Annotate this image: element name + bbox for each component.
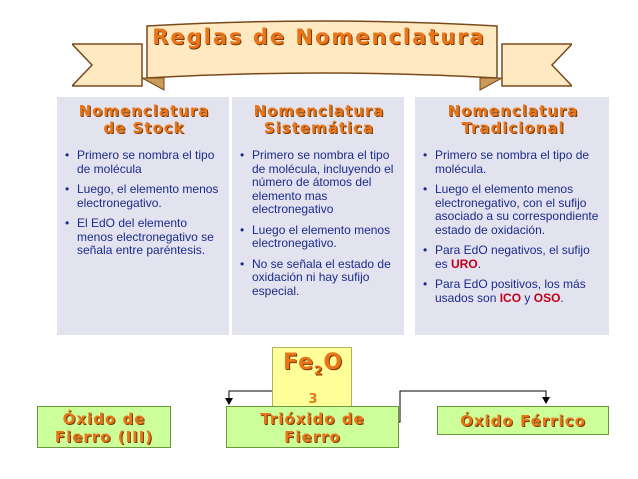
column-title: Nomenclatura Sistemática bbox=[253, 102, 385, 137]
column-stock: Nomenclatura de Stock Primero se nombra … bbox=[57, 97, 229, 335]
page-title: Reglas de Nomenclatura bbox=[152, 25, 486, 49]
suffix-highlight: ICO bbox=[499, 290, 522, 305]
suffix-highlight: OSO bbox=[533, 290, 561, 305]
column-tradicional: Nomenclatura Tradicional Primero se nomb… bbox=[415, 97, 609, 335]
list-item: Para EdO positivos, los más usados son I… bbox=[423, 277, 603, 305]
rule-list: Primero se nombra el tipo de molécula Lu… bbox=[65, 148, 223, 258]
list-item: Primero se nombra el tipo de molécula, i… bbox=[240, 148, 398, 217]
chemical-formula: Fe2O bbox=[282, 350, 344, 378]
list-item: Primero se nombra el tipo de molécula. bbox=[423, 148, 603, 176]
list-item: Luego el elemento menos electronegativo. bbox=[240, 223, 398, 251]
result-traditional-name: Óxido Férrico bbox=[437, 406, 609, 435]
rule-list: Primero se nombra el tipo de molécula. L… bbox=[423, 148, 603, 305]
list-item: Luego, el elemento menos electronegativo… bbox=[65, 182, 223, 210]
formula-box: Fe2O 3 bbox=[272, 347, 352, 407]
rule-list: Primero se nombra el tipo de molécula, i… bbox=[240, 148, 398, 299]
result-stock-name: Óxido de Fierro (III) bbox=[37, 406, 171, 448]
formula-subscript-overflow: 3 bbox=[308, 392, 318, 407]
suffix-highlight: URO bbox=[451, 256, 478, 271]
list-item: Primero se nombra el tipo de molécula bbox=[65, 148, 223, 176]
column-title: Nomenclatura de Stock bbox=[78, 102, 210, 137]
column-title: Nomenclatura Tradicional bbox=[447, 102, 579, 137]
list-item: Luego el elemento menos electronegativo,… bbox=[423, 182, 603, 237]
list-item: El EdO del elemento menos electronegativ… bbox=[65, 216, 223, 258]
list-item: No se señala el estado de oxidación ni h… bbox=[240, 257, 398, 299]
ribbon-banner bbox=[72, 20, 572, 91]
result-systematic-name: Trióxido de Fierro bbox=[226, 406, 399, 448]
list-item: Para EdO negativos, el sufijo es URO. bbox=[423, 243, 603, 271]
column-sistematica: Nomenclatura Sistemática Primero se nomb… bbox=[232, 97, 404, 335]
